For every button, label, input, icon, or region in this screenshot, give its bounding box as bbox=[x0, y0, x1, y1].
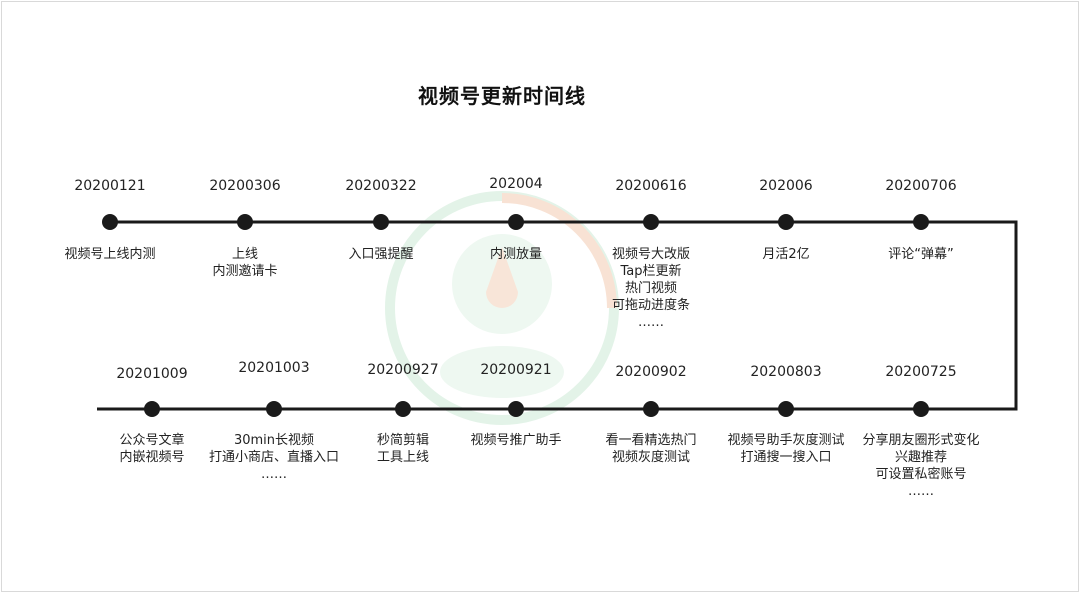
milestone-description-line: 入口强提醒 bbox=[348, 247, 414, 262]
milestone-description-line: 热门视频 bbox=[624, 281, 677, 296]
milestone-description-line: 评论“弹幕” bbox=[888, 247, 954, 262]
milestone-dot bbox=[237, 214, 253, 230]
milestone-dot bbox=[913, 401, 929, 417]
milestone-date: 202004 bbox=[489, 176, 543, 192]
milestone-description-line: 视频号大改版 bbox=[611, 247, 690, 262]
milestone-date: 20200921 bbox=[480, 362, 552, 378]
milestone-description-line: 秒简剪辑 bbox=[376, 433, 429, 448]
milestone-dot bbox=[395, 401, 411, 417]
milestone-description: 视频号上线内测 bbox=[20, 246, 200, 263]
milestone-date: 20200306 bbox=[209, 178, 281, 194]
milestone-description-line: 内测邀请卡 bbox=[212, 264, 278, 279]
milestone-description: 内测放量 bbox=[426, 246, 606, 263]
milestone-description: 看一看精选热门视频灰度测试 bbox=[561, 432, 741, 466]
milestone-description: 公众号文章内嵌视频号 bbox=[62, 432, 242, 466]
milestone-description-line: 打通搜一搜入口 bbox=[740, 450, 832, 465]
milestone-description-line: 视频号助手灰度测试 bbox=[727, 433, 845, 448]
milestone-dot bbox=[778, 401, 794, 417]
milestone-description-line: 视频号推广助手 bbox=[470, 433, 562, 448]
milestone-description-line: 内嵌视频号 bbox=[119, 450, 185, 465]
timeline-line bbox=[97, 220, 1018, 411]
milestone-description-line: …… bbox=[908, 484, 934, 499]
milestone-date: 20200322 bbox=[345, 178, 417, 194]
milestone-description-line: 可设置私密账号 bbox=[875, 467, 967, 482]
milestone-description-line: …… bbox=[261, 467, 287, 482]
milestone-date: 20200616 bbox=[615, 178, 687, 194]
milestone-description-line: 打通小商店、直播入口 bbox=[208, 450, 339, 465]
milestone-description-line: 看一看精选热门 bbox=[605, 433, 697, 448]
milestone-description-line: 分享朋友圈形式变化 bbox=[862, 433, 980, 448]
milestone-dot bbox=[102, 214, 118, 230]
milestone-description-line: 月活2亿 bbox=[762, 247, 810, 262]
milestone-date: 20200902 bbox=[615, 364, 687, 380]
milestone-dot bbox=[913, 214, 929, 230]
milestone-date: 202006 bbox=[759, 178, 813, 194]
milestone-dot bbox=[643, 214, 659, 230]
milestone-date: 20200927 bbox=[367, 362, 439, 378]
milestone-description-line: 兴趣推荐 bbox=[894, 450, 947, 465]
milestone-dot bbox=[778, 214, 794, 230]
milestone-description: 上线内测邀请卡 bbox=[155, 246, 335, 280]
milestone-dot bbox=[144, 401, 160, 417]
milestone-dot bbox=[373, 214, 389, 230]
milestone-description: 30min长视频打通小商店、直播入口 …… bbox=[184, 432, 364, 483]
milestone-description: 视频号助手灰度测试打通搜一搜入口 bbox=[696, 432, 876, 466]
milestone-date: 20200706 bbox=[885, 178, 957, 194]
milestone-dot bbox=[643, 401, 659, 417]
milestone-date: 20200121 bbox=[74, 178, 146, 194]
page-title: 视频号更新时间线 bbox=[418, 84, 586, 108]
milestone-description-line: Tap栏更新 bbox=[620, 264, 682, 279]
milestone-description: 视频号推广助手 bbox=[426, 432, 606, 449]
milestone-dots bbox=[102, 214, 929, 417]
milestone-description-line: 30min长视频 bbox=[233, 433, 315, 448]
milestone-description: 秒简剪辑工具上线 bbox=[313, 432, 493, 466]
milestone-description-line: …… bbox=[638, 315, 664, 330]
milestone-dot bbox=[508, 401, 524, 417]
milestone-date: 20201009 bbox=[116, 366, 188, 382]
milestone-date: 20200803 bbox=[750, 364, 822, 380]
milestone-description-line: 工具上线 bbox=[376, 450, 429, 465]
milestone-description-line: 视频灰度测试 bbox=[611, 450, 690, 465]
milestone-description-line: 公众号文章 bbox=[119, 433, 185, 448]
milestone-description: 入口强提醒 bbox=[291, 246, 471, 263]
milestone-description: 评论“弹幕” bbox=[831, 246, 1011, 263]
milestone-description-line: 视频号上线内测 bbox=[64, 247, 156, 262]
milestone-date: 20201003 bbox=[238, 360, 310, 376]
milestone-description: 月活2亿 bbox=[696, 246, 876, 263]
milestone-dot bbox=[508, 214, 524, 230]
milestone-description-line: 上线 bbox=[231, 247, 258, 262]
milestone-description: 视频号大改版 Tap栏更新热门视频可拖动进度条 …… bbox=[561, 246, 741, 331]
milestone-description-line: 可拖动进度条 bbox=[611, 298, 690, 313]
milestone-date: 20200725 bbox=[885, 364, 957, 380]
milestone-description: 分享朋友圈形式变化兴趣推荐可设置私密账号 …… bbox=[831, 432, 1011, 500]
milestone-description-line: 内测放量 bbox=[489, 247, 542, 262]
milestone-dot bbox=[266, 401, 282, 417]
